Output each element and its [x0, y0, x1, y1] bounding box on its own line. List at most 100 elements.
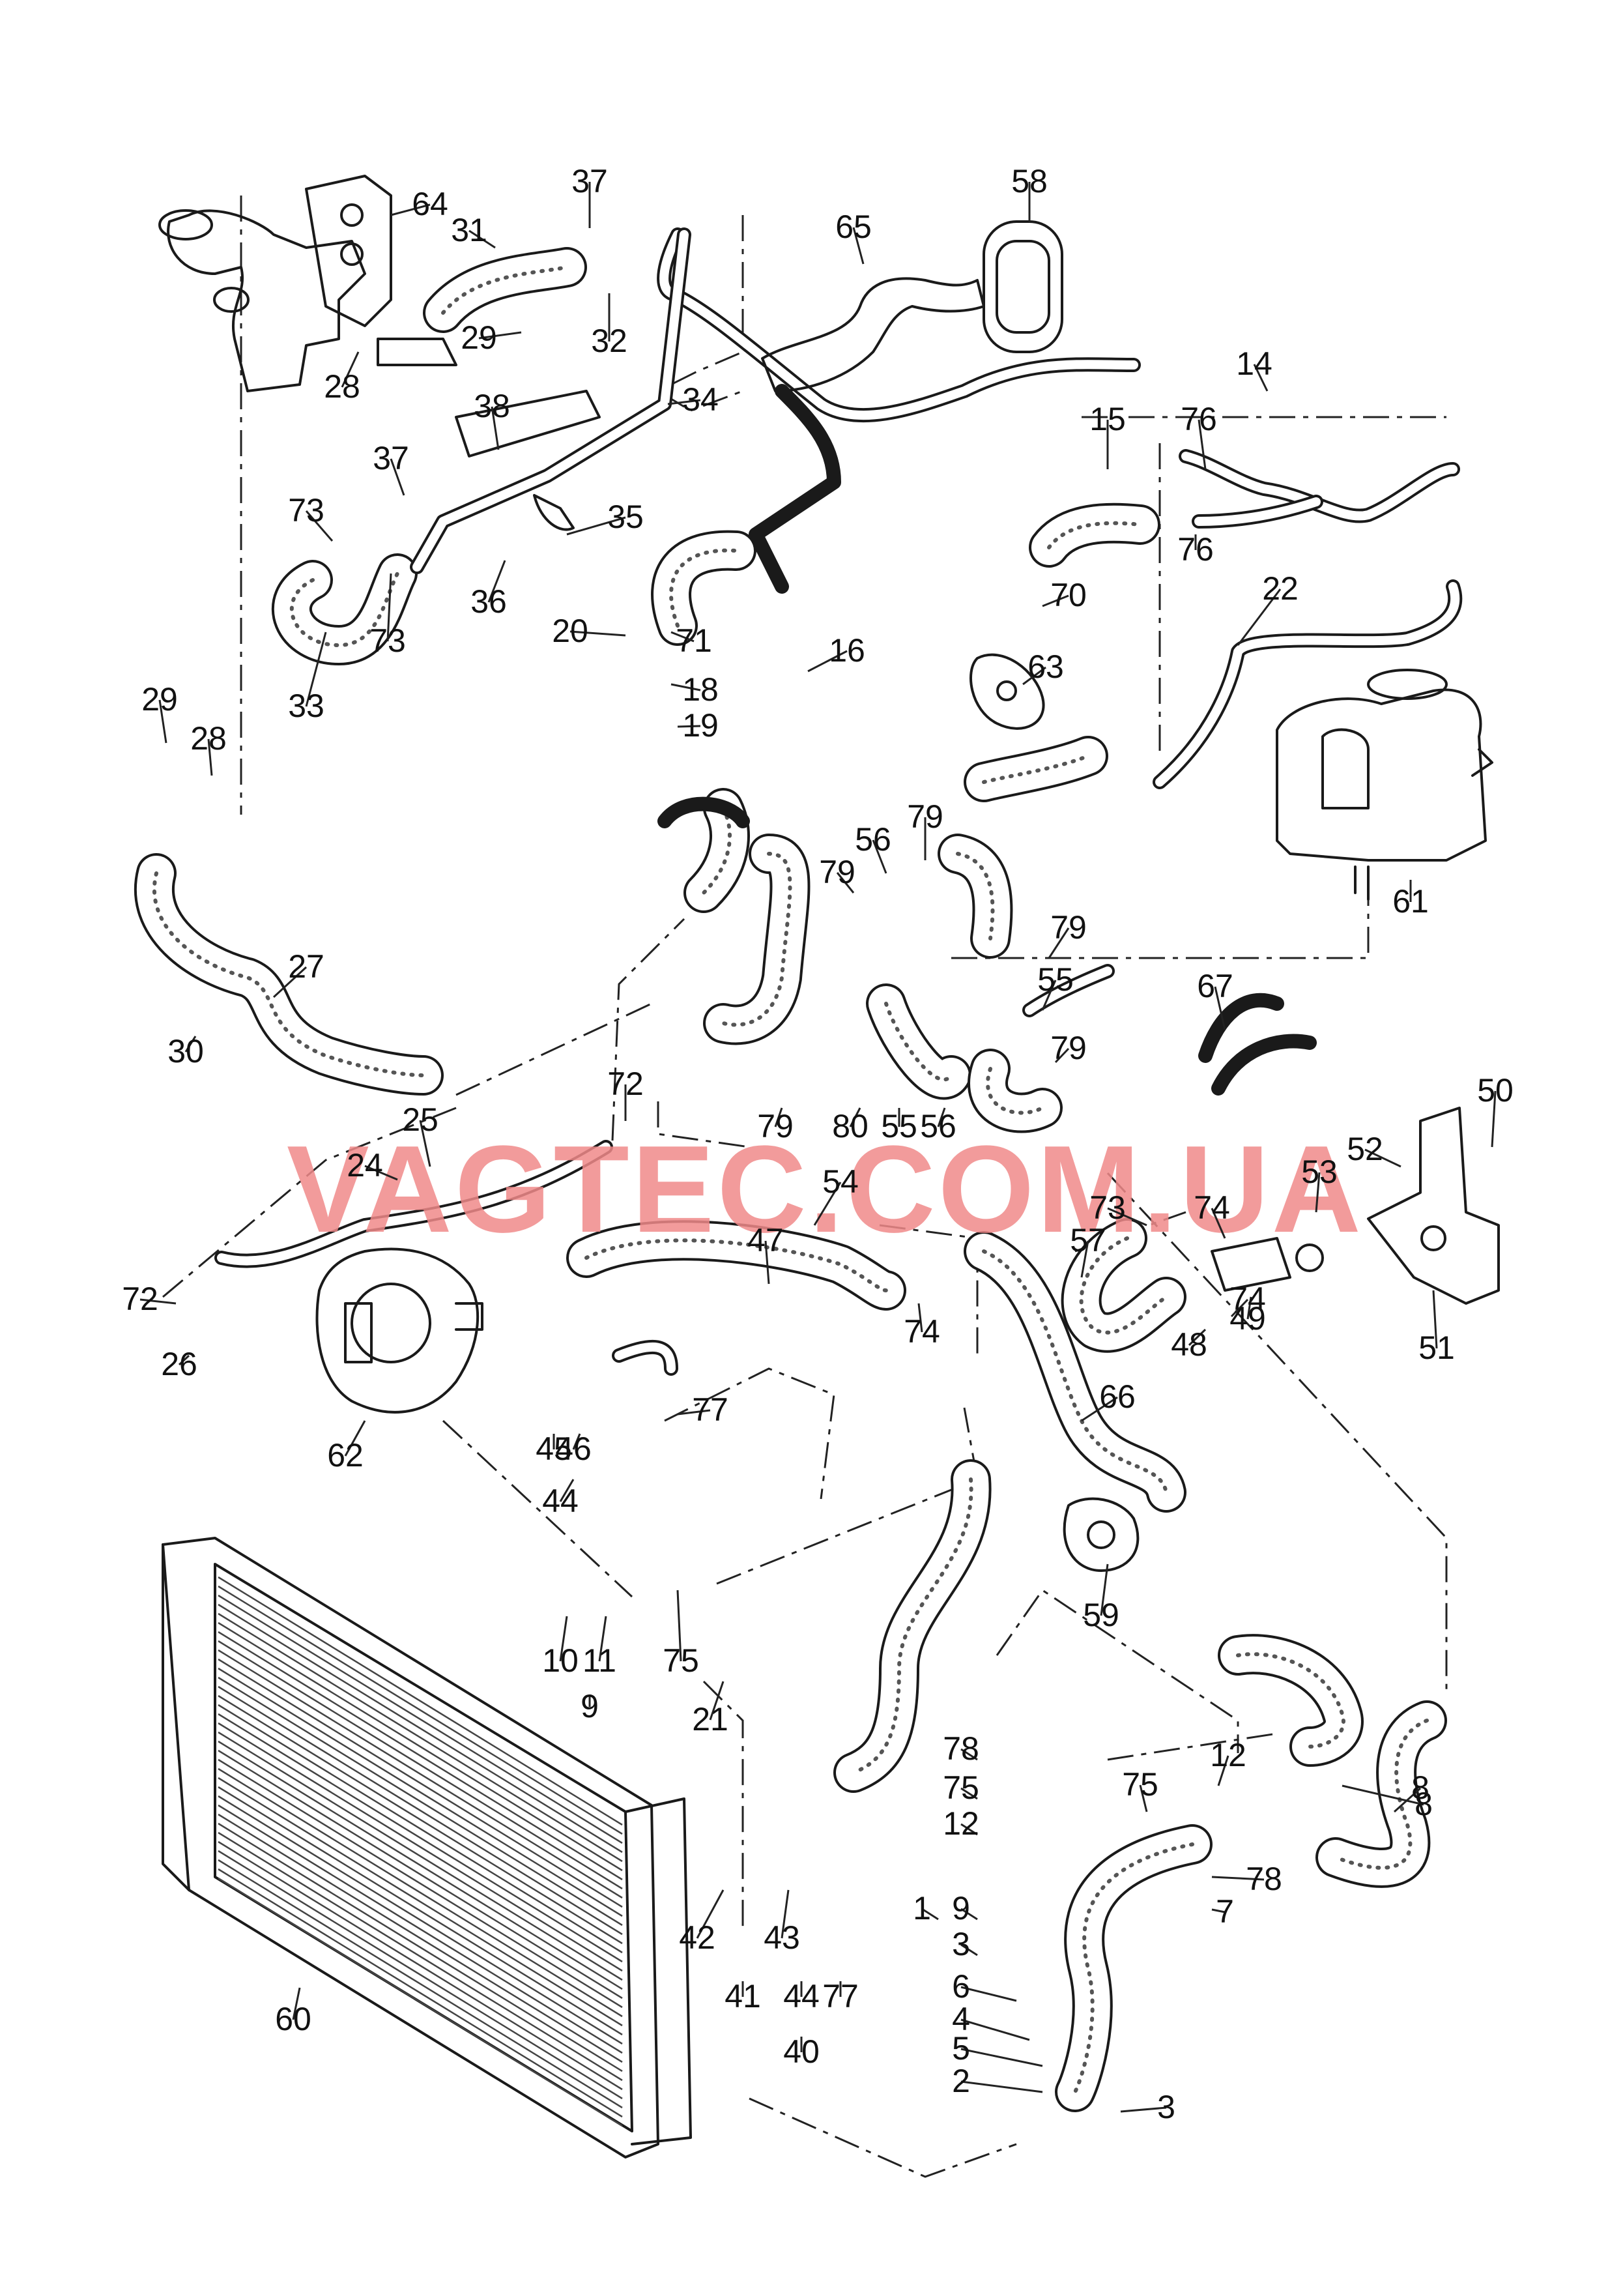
leader-line — [1491, 1090, 1497, 1148]
leader-line — [960, 1943, 978, 1956]
callout-label: 47 — [747, 1222, 784, 1258]
callout-label: 80 — [832, 1108, 869, 1144]
leader-line — [207, 738, 213, 776]
callout-label: 2 — [952, 2063, 970, 2099]
radiator-fin — [218, 1813, 623, 2063]
callout-label: 65 — [835, 209, 872, 245]
callout-label: 77 — [822, 1978, 859, 2014]
radiator-fin — [218, 1840, 623, 2091]
leader-line — [849, 1107, 861, 1127]
callout-label: 8 — [1415, 1786, 1433, 1822]
radiator-fin — [218, 1649, 623, 1899]
radiator-fin — [218, 1676, 623, 1926]
leader-line — [872, 839, 887, 874]
callout-label: 34 — [682, 381, 719, 418]
leader-line — [921, 1908, 939, 1921]
callout-label: 54 — [822, 1163, 859, 1200]
callout-label: 20 — [552, 613, 588, 649]
callout-label: 44 — [542, 1483, 579, 1519]
callout-label: 59 — [1083, 1597, 1119, 1633]
leader-line — [468, 229, 496, 249]
callout-label: 32 — [591, 323, 627, 359]
leader-line — [1211, 1208, 1226, 1239]
radiator-fin — [218, 1704, 623, 1954]
callout-label: 79 — [1050, 909, 1087, 946]
radiator-fin — [218, 1795, 623, 2045]
leader-line — [1100, 1563, 1109, 1616]
watermark: VAGTEC.COM.UA — [287, 1120, 1364, 1258]
leader-line — [960, 1823, 978, 1836]
leader-line — [178, 1354, 190, 1366]
callout-label: 74 — [1229, 1281, 1266, 1317]
callout-label: 56 — [920, 1108, 956, 1144]
leader-line — [386, 573, 392, 642]
leader-line — [677, 725, 701, 728]
radiator-fin — [218, 1749, 623, 1999]
leader-line — [937, 1107, 946, 1127]
leader-line — [1198, 419, 1207, 470]
callout-label: 24 — [347, 1147, 383, 1184]
hoses — [134, 247, 1447, 2112]
callout-label: 79 — [819, 854, 855, 890]
leader-line — [559, 1616, 568, 1662]
leader-line — [1432, 1290, 1438, 1349]
callout-label: 77 — [692, 1391, 728, 1428]
leader-line — [960, 2018, 1030, 2041]
leader-line — [1054, 1047, 1070, 1064]
callout-label: 46 — [555, 1431, 592, 1467]
rigid-pipes — [214, 227, 1463, 1376]
callout-label: 53 — [1301, 1154, 1338, 1190]
callout-label: 64 — [412, 186, 448, 222]
leader-line — [1246, 1296, 1252, 1320]
leader-line — [184, 1036, 197, 1053]
callout-label: 51 — [1418, 1330, 1455, 1366]
leader-line — [390, 203, 431, 216]
leader-line — [960, 1748, 978, 1761]
callout-label: 27 — [288, 948, 324, 985]
callout-label: 58 — [1011, 163, 1048, 199]
callout-label: 63 — [1027, 648, 1064, 685]
leader-line — [1080, 1240, 1089, 1278]
leader-line — [696, 1889, 725, 1939]
leader-line — [1214, 986, 1226, 1030]
callout-label: 9 — [581, 1688, 599, 1724]
leader-line — [1393, 1787, 1422, 1813]
callout-label: 5 — [952, 2030, 970, 2067]
callout-label: 43 — [764, 1919, 800, 1956]
leader-line — [1211, 1908, 1226, 1913]
leader-line — [572, 1433, 581, 1450]
callout-label: 78 — [1246, 1861, 1282, 1897]
leader-line — [709, 1681, 725, 1721]
leader-line — [960, 1908, 978, 1921]
callout-label: 28 — [324, 368, 360, 405]
leader-line — [1211, 1876, 1265, 1881]
callout-label: 74 — [904, 1313, 940, 1350]
leader-line — [1188, 1328, 1207, 1346]
leader-line — [559, 1479, 575, 1502]
leader-line — [852, 227, 865, 265]
radiator-fin — [218, 1786, 623, 2036]
callout-label: 37 — [571, 163, 608, 199]
callout-label: 70 — [1050, 577, 1087, 613]
callout-label: 66 — [1099, 1378, 1136, 1415]
leader-line — [491, 406, 500, 450]
callout-label: 76 — [1181, 401, 1217, 437]
radiator-fin — [218, 1831, 623, 2082]
leader-line — [1081, 1396, 1118, 1422]
leader-line — [960, 2080, 1043, 2093]
callout-label: 78 — [943, 1730, 979, 1767]
leader-line — [917, 1303, 923, 1333]
leader-line — [960, 1986, 1017, 2002]
leader-line — [1315, 1172, 1321, 1213]
callout-label: 16 — [829, 632, 865, 669]
leader-line — [487, 560, 506, 603]
callout-label: 40 — [783, 2033, 820, 2070]
callout-label: 14 — [1236, 345, 1272, 382]
callout-label: 3 — [952, 1926, 970, 1962]
callout-label: 42 — [679, 1919, 715, 1956]
callout-label: 73 — [369, 622, 406, 659]
callout-label: 52 — [1347, 1131, 1383, 1167]
callout-label: 28 — [190, 720, 227, 757]
callout-label: 75 — [1122, 1766, 1158, 1803]
callout-label: 57 — [1070, 1222, 1106, 1258]
